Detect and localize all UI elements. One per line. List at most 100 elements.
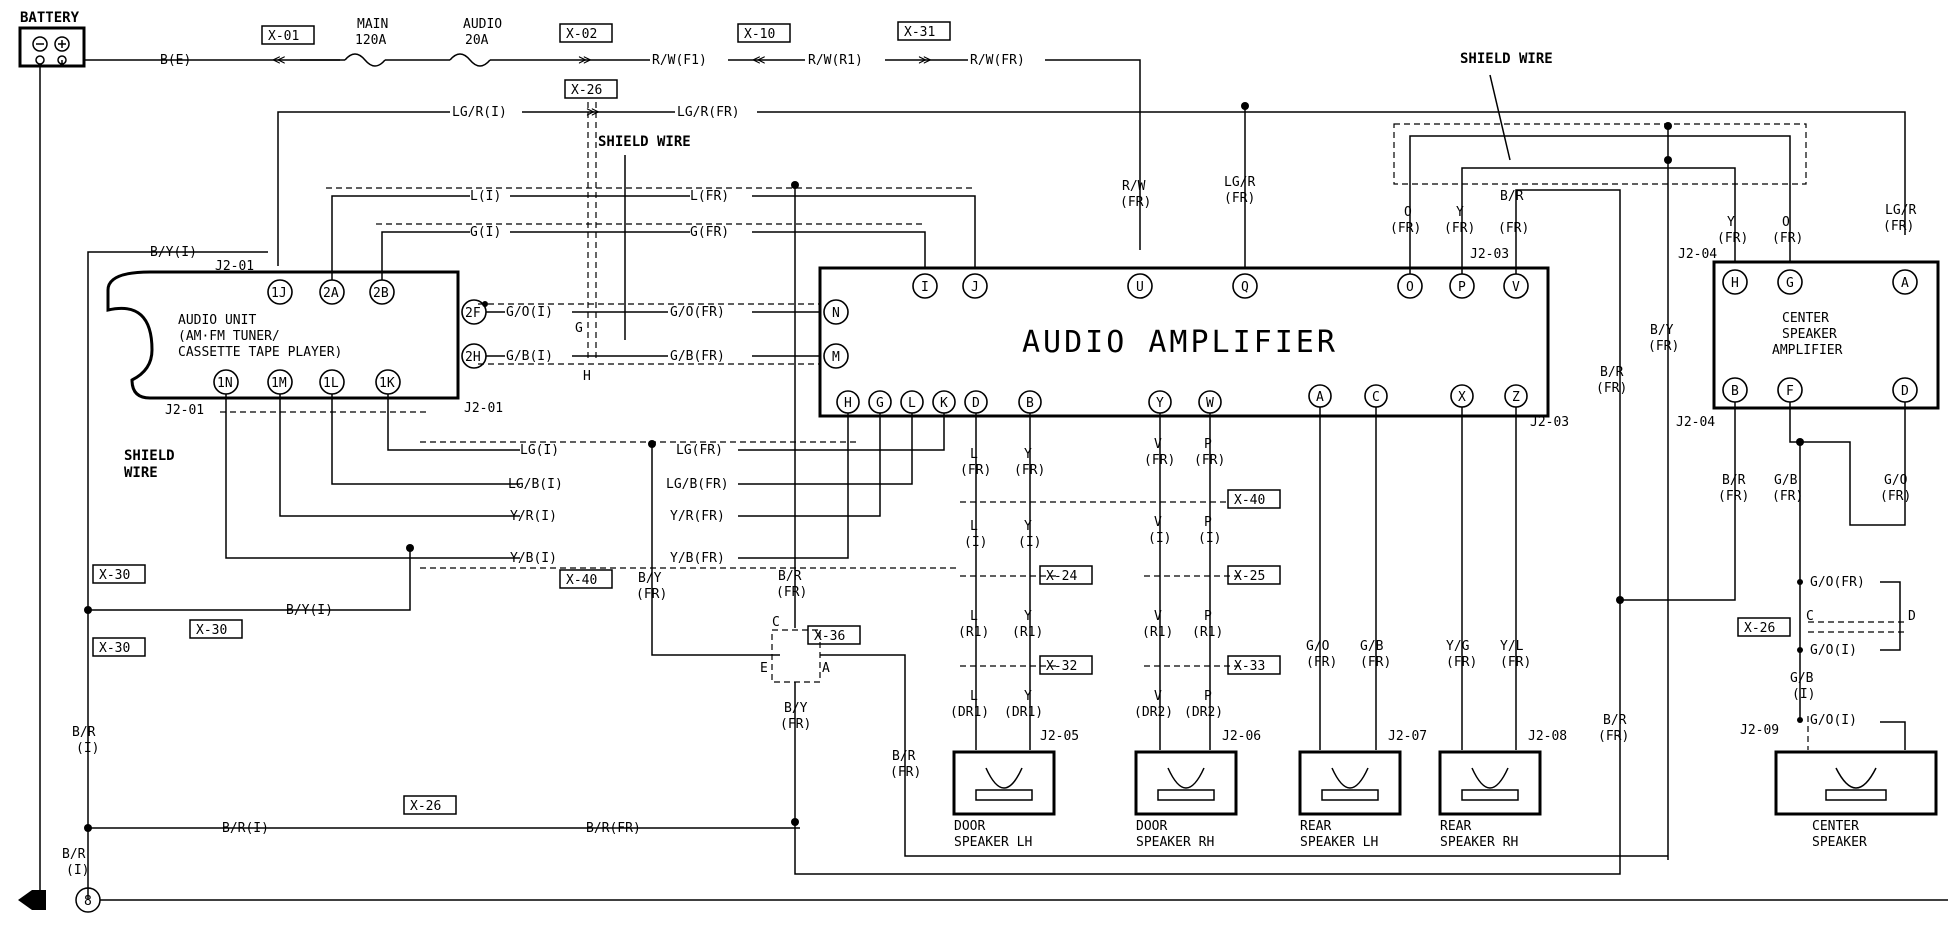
wire-label: V	[1154, 515, 1162, 530]
speaker-label: DOOR	[954, 819, 985, 834]
connector-name: J2-03	[1470, 247, 1509, 262]
speaker-label: REAR	[1300, 819, 1331, 834]
wire-label: Y	[1024, 609, 1032, 624]
wire-label: LG/R(I)	[452, 105, 507, 120]
pin-label: L	[908, 396, 916, 411]
connector-code: X-30	[99, 641, 130, 656]
wire-label: (DR2)	[1184, 705, 1223, 720]
lg-r-feed: LG/R(I) LG/R(FR) X-26 ≫	[277, 79, 1906, 270]
pin-label: 1K	[379, 376, 395, 391]
connector-name: J2-09	[1740, 723, 1779, 738]
wire-label: G/O(I)	[506, 305, 553, 320]
shield-wire-label: WIRE	[124, 465, 158, 481]
connector-name: J2-05	[1040, 729, 1079, 744]
pin-label: D	[1901, 384, 1909, 399]
wire-label: V	[1154, 689, 1162, 704]
wire-label: (I)	[76, 741, 99, 756]
wire-label: (FR)	[890, 765, 921, 780]
speaker-label: SPEAKER LH	[1300, 835, 1378, 850]
wire-label: Y	[1456, 205, 1464, 220]
unit-title: (AM·FM TUNER/	[178, 329, 280, 344]
pin-label: Y	[1156, 396, 1164, 411]
wire-label: (DR2)	[1134, 705, 1173, 720]
pin-label: H	[844, 396, 852, 411]
connector-name: J2-04	[1678, 247, 1717, 262]
wire-label: Y/G	[1446, 639, 1470, 654]
pin-label: 2A	[323, 286, 339, 301]
connector-code: X-02	[566, 27, 597, 42]
connector-code: X-36	[814, 629, 845, 644]
wire-label: (FR)	[1446, 655, 1477, 670]
pin-label: C	[1372, 390, 1380, 405]
speaker-label: DOOR	[1136, 819, 1167, 834]
wire-label: B/R	[72, 725, 96, 740]
connector-code: X-25	[1234, 569, 1265, 584]
wire-label: (R1)	[1142, 625, 1173, 640]
wire-label: LG/R	[1885, 203, 1916, 218]
wire-label: (I)	[1148, 531, 1171, 546]
wire-label: (R1)	[1012, 625, 1043, 640]
wire-label: (FR)	[1717, 231, 1748, 246]
wire-label: B/Y(I)	[286, 603, 333, 618]
wire-label: (I)	[1018, 535, 1041, 550]
wire-label: G/O(FR)	[1810, 575, 1865, 590]
pin-label: I	[921, 280, 929, 295]
wire-label: (FR)	[1360, 655, 1391, 670]
wire-label: (FR)	[1880, 489, 1911, 504]
pin-label: A	[1316, 390, 1324, 405]
connector-code: X-24	[1046, 569, 1077, 584]
wire-label: G(I)	[470, 225, 501, 240]
wire-label: (FR)	[1014, 463, 1045, 478]
wire-label: G/B(FR)	[670, 349, 725, 364]
main-fuse-rating: 120A	[355, 33, 386, 48]
amp-top-wires: R/W (FR) LG/R (FR) O (FR) Y (FR) B/R (FR…	[1120, 74, 1807, 860]
wire-label: B(E)	[160, 53, 191, 68]
connector-pin: E	[760, 661, 768, 676]
pin-label: P	[1458, 280, 1466, 295]
pin-label: X	[1458, 390, 1466, 405]
wire-label: (I)	[1792, 687, 1815, 702]
wire-label: Y/R(I)	[510, 509, 557, 524]
wire-label: G/O(I)	[1810, 643, 1857, 658]
wire-label: (FR)	[1194, 453, 1225, 468]
wire-label: (I)	[1198, 531, 1221, 546]
pin-label: B	[1026, 396, 1034, 411]
wire-label: Y	[1727, 215, 1735, 230]
wire-label: Y/L	[1500, 639, 1524, 654]
wire-label: Y/R(FR)	[670, 509, 725, 524]
speaker-label: SPEAKER RH	[1136, 835, 1214, 850]
connector-pin: A	[822, 661, 830, 676]
pin-label: 1J	[271, 286, 287, 301]
wire-label: B/R(FR)	[586, 821, 641, 836]
wire-label: B/Y	[1650, 323, 1674, 338]
rear-speakers: G/O (FR) G/B (FR) Y/G (FR) Y/L (FR) J2-0…	[1298, 407, 1567, 850]
connector-name: J2-04	[1676, 415, 1715, 430]
wire-label: L	[970, 689, 978, 704]
wire-label: G/B(I)	[506, 349, 553, 364]
wire-label: (FR)	[1500, 655, 1531, 670]
connector-code: X-33	[1234, 659, 1265, 674]
wire-label: (R1)	[958, 625, 989, 640]
wire-label: Y	[1024, 519, 1032, 534]
wire-label: LG/B(FR)	[666, 477, 729, 492]
wire-label: B/R(I)	[222, 821, 269, 836]
connector-name: J2-03	[1530, 415, 1569, 430]
connector-name: J2-07	[1388, 729, 1427, 744]
svg-text:≫: ≫	[918, 53, 932, 68]
wire-label: LG(I)	[520, 443, 559, 458]
wire-label: (FR)	[1596, 381, 1627, 396]
unit-title: CASSETTE TAPE PLAYER)	[178, 345, 342, 360]
connector-code: X-40	[566, 573, 597, 588]
wire-label: B/R	[62, 847, 86, 862]
wire-label: (I)	[66, 863, 89, 878]
pin-label: Q	[1241, 280, 1249, 295]
connector-code: X-31	[904, 25, 935, 40]
pin-label: 2H	[465, 350, 481, 365]
pin-label: 1M	[271, 376, 287, 391]
connector-code: X-30	[196, 623, 227, 638]
battery-label: BATTERY	[20, 10, 80, 26]
wire-label: G/B	[1360, 639, 1384, 654]
center-amp-title: SPEAKER	[1782, 327, 1837, 342]
door-speaker-lh: L (FR) Y (FR) L (I) Y (I) L (R1) Y (R1) …	[950, 413, 1230, 850]
